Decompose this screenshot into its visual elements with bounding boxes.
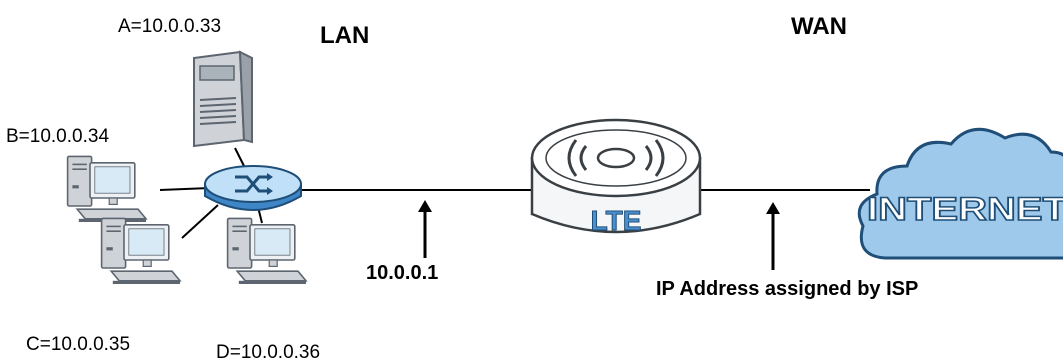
host-d-label: D=10.0.0.36 bbox=[216, 342, 321, 363]
internet-cloud-icon: INTERNET bbox=[857, 127, 1063, 260]
link-server-switch bbox=[234, 147, 246, 169]
wan-address-label: IP Address assigned by ISP bbox=[656, 278, 919, 300]
wan-zone-label: WAN bbox=[791, 13, 847, 40]
host-b-label: B=10.0.0.34 bbox=[6, 126, 110, 147]
desktop-pc-icon bbox=[226, 217, 307, 285]
host-a-label: A=10.0.0.33 bbox=[118, 16, 222, 37]
internet-label: INTERNET bbox=[867, 191, 1063, 227]
desktop-pc-icon bbox=[100, 217, 181, 285]
server-icon bbox=[193, 50, 253, 148]
lte-router-icon: LTE bbox=[530, 118, 702, 237]
desktop-pc-icon bbox=[66, 155, 147, 223]
link-pcc-switch bbox=[181, 204, 219, 239]
arrow-up-icon bbox=[766, 202, 780, 270]
link-pcb-switch bbox=[159, 187, 211, 191]
lan-gateway-address: 10.0.0.1 bbox=[366, 262, 439, 284]
network-switch-icon bbox=[204, 165, 302, 211]
host-c-label: C=10.0.0.35 bbox=[26, 334, 131, 355]
arrow-up-icon bbox=[418, 200, 432, 258]
lte-label: LTE bbox=[591, 205, 642, 236]
lan-zone-label: LAN bbox=[320, 22, 370, 49]
